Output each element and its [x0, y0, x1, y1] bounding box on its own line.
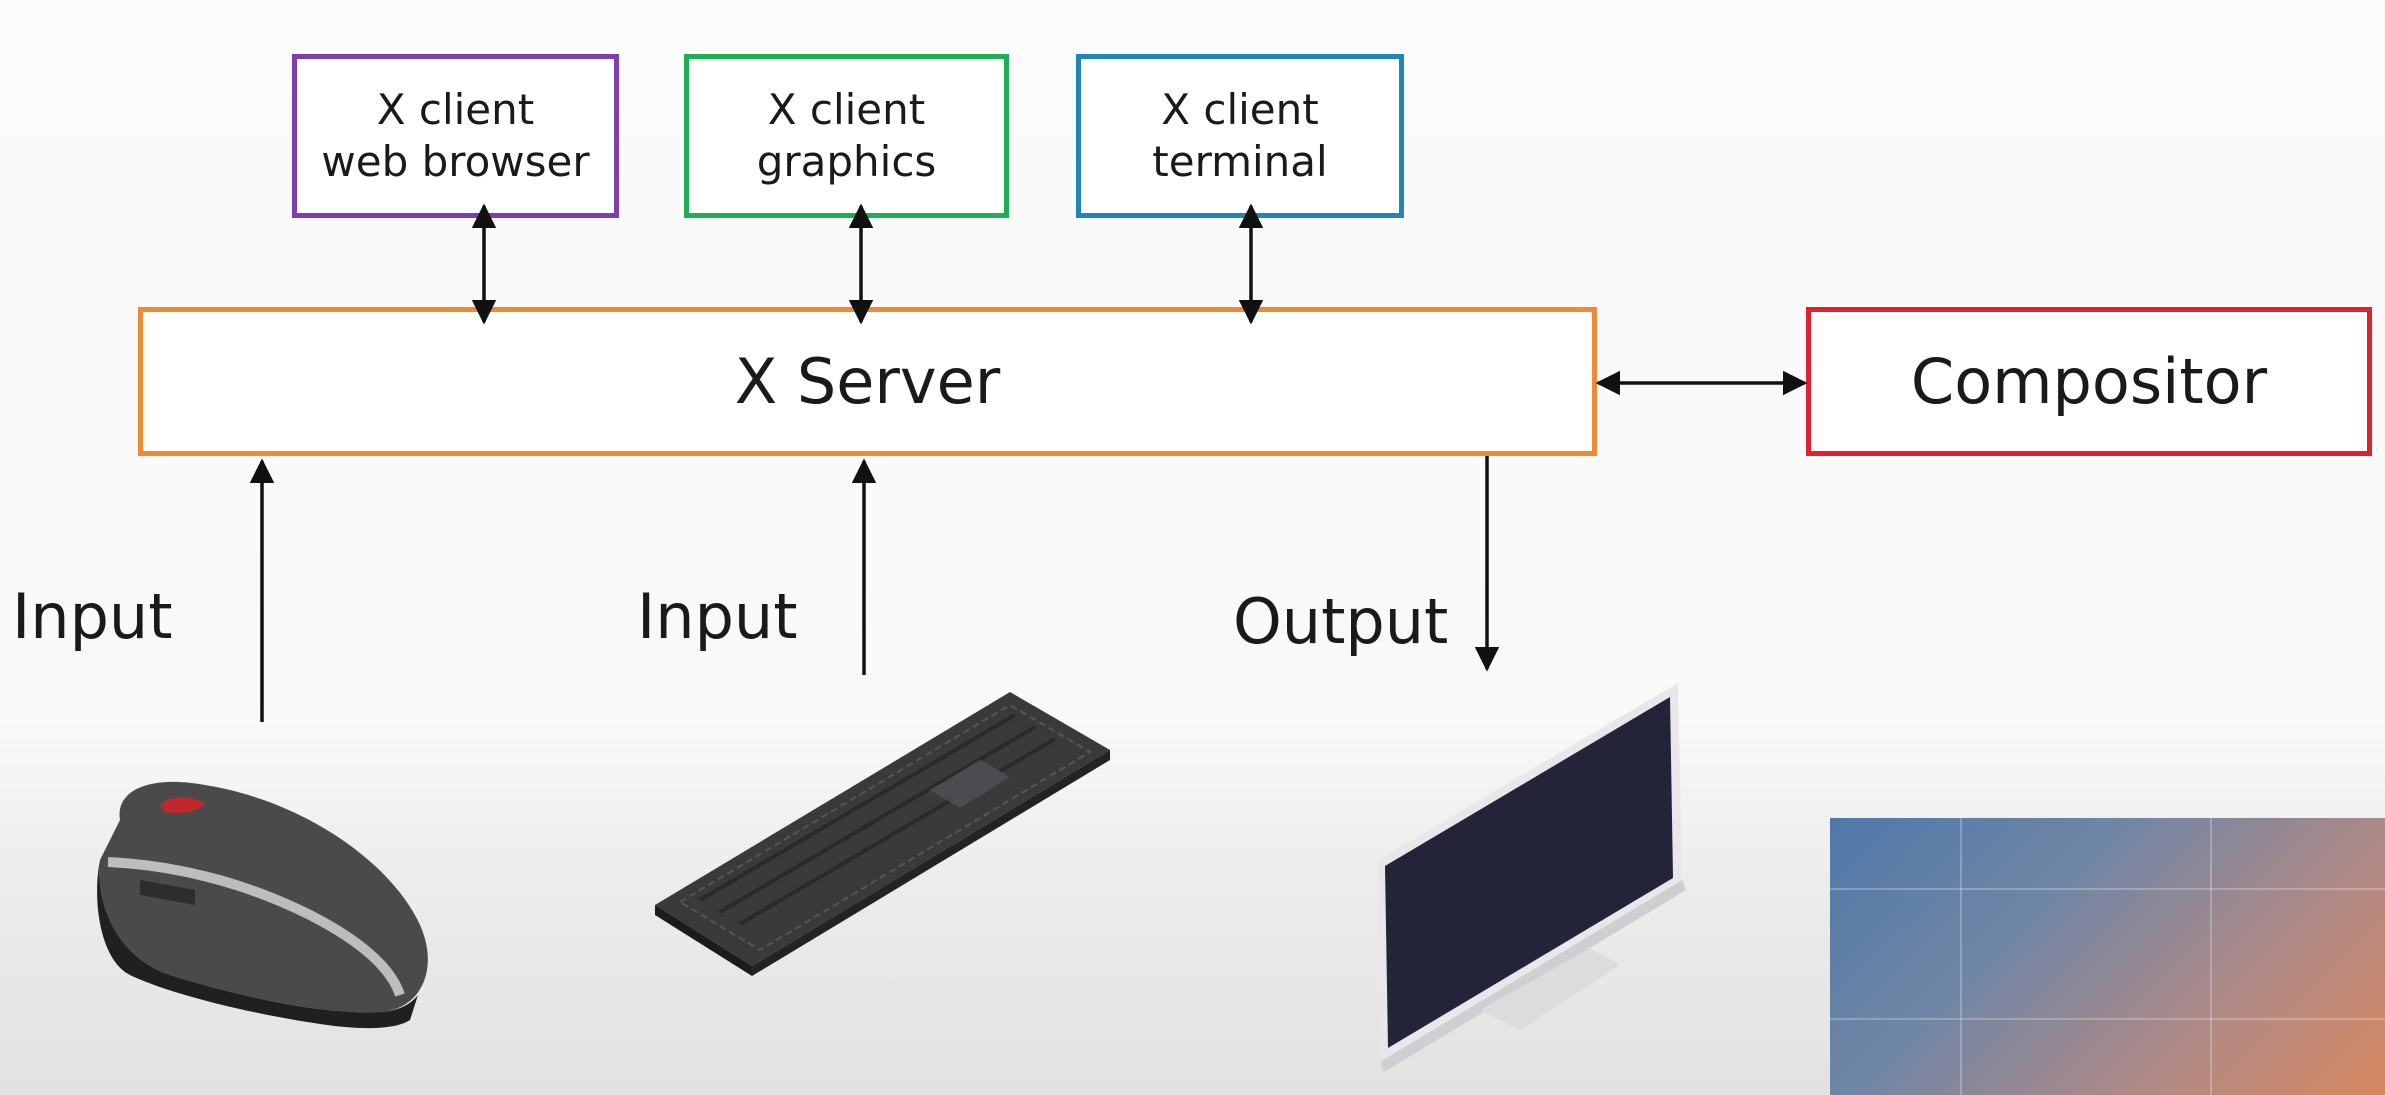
x-server-label: X Server: [734, 345, 1001, 418]
keyboard-icon: [655, 692, 1110, 976]
client-browser-line2: web browser: [321, 137, 590, 186]
x-client-web-browser-box: X client web browser: [292, 54, 619, 218]
compositor-box: Compositor: [1806, 307, 2372, 456]
compositor-label: Compositor: [1910, 345, 2268, 418]
client-graphics-line1: X client: [767, 85, 926, 134]
keyboard-input-label: Input: [637, 580, 798, 653]
monitor-output-label: Output: [1233, 585, 1449, 658]
client-browser-line1: X client: [376, 85, 535, 134]
video-thumbnail: [1830, 818, 2385, 1095]
monitor-icon: [1378, 683, 1686, 1072]
mouse-input-label: Input: [12, 580, 173, 653]
client-terminal-line1: X client: [1161, 85, 1319, 134]
client-graphics-line2: graphics: [756, 137, 937, 186]
x-server-box: X Server: [138, 307, 1597, 456]
x-client-graphics-box: X client graphics: [684, 54, 1009, 218]
mouse-icon: [97, 781, 428, 1029]
client-terminal-line2: terminal: [1152, 137, 1328, 186]
